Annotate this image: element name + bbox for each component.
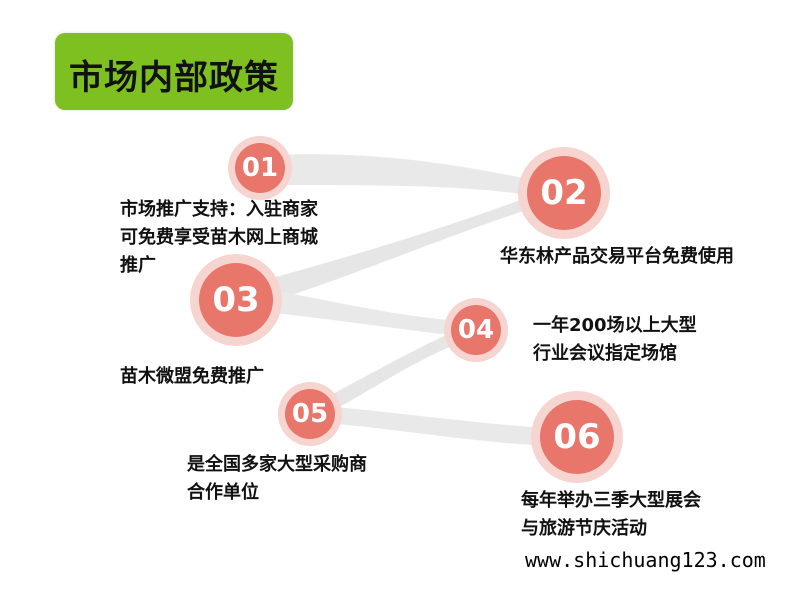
website-url: www.shichuang123.com: [525, 548, 766, 572]
title-box: 市场内部政策: [55, 33, 293, 110]
node-01-desc-line: 推广: [120, 255, 156, 276]
node-04-desc-line: 一年200场以上大型: [533, 315, 697, 336]
connector-03-04: [245, 285, 475, 338]
page-title: 市场内部政策: [69, 58, 279, 98]
node-04-label: 04: [458, 315, 494, 345]
node-05: 05: [278, 382, 342, 446]
node-06: 06: [531, 391, 623, 483]
node-01-circle: [235, 143, 285, 193]
node-06-desc-line: 与旅游节庆活动: [521, 518, 647, 539]
connector-02-03: [245, 185, 560, 310]
node-04: 04: [444, 298, 508, 362]
connector-01-02: [268, 154, 560, 200]
node-05-desc-line: 是全国多家大型采购商: [187, 454, 367, 475]
node-04-circle: [451, 305, 501, 355]
node-06-description: 每年举办三季大型展会 与旅游节庆活动: [521, 487, 701, 543]
node-04-description: 一年200场以上大型 行业会议指定场馆: [533, 312, 697, 368]
node-02-label: 02: [540, 173, 587, 213]
node-01-desc-line: 市场推广支持：入驻商家: [120, 199, 318, 220]
connector-05-06: [312, 405, 578, 447]
node-03-label: 03: [212, 280, 259, 320]
node-05-label: 05: [292, 399, 328, 429]
node-06-desc-line: 每年举办三季大型展会: [521, 490, 701, 511]
node-05-description: 是全国多家大型采购商 合作单位: [187, 451, 367, 507]
node-03: 03: [190, 254, 282, 346]
node-03-desc-line: 苗木微盟免费推广: [120, 366, 264, 387]
node-01: 01: [228, 136, 292, 200]
node-02: 02: [518, 147, 610, 239]
node-03-description: 苗木微盟免费推广: [120, 363, 264, 391]
node-02-description: 华东林产品交易平台免费使用: [500, 243, 734, 271]
node-01-label: 01: [242, 153, 278, 183]
node-02-desc-line: 华东林产品交易平台免费使用: [500, 246, 734, 267]
node-04-desc-line: 行业会议指定场馆: [533, 343, 677, 364]
node-03-circle: [199, 263, 273, 337]
node-01-desc-line: 可免费享受苗木网上商城: [120, 227, 318, 248]
connector-04-05: [312, 322, 475, 422]
node-01-description: 市场推广支持：入驻商家 可免费享受苗木网上商城 推广: [120, 196, 318, 280]
node-06-label: 06: [553, 417, 600, 457]
node-02-circle: [527, 156, 601, 230]
node-05-desc-line: 合作单位: [187, 482, 259, 503]
node-06-circle: [540, 400, 614, 474]
node-05-circle: [285, 389, 335, 439]
